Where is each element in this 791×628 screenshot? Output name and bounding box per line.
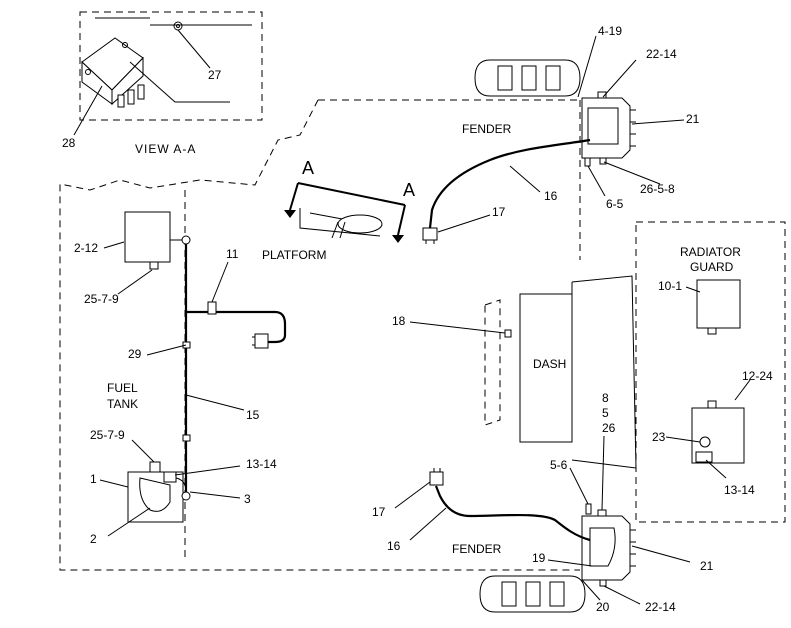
callout-23: 23	[652, 430, 666, 444]
connector-17-bottom	[429, 471, 444, 486]
callout-16-bottom: 16	[387, 539, 401, 553]
bottom-fender-light	[581, 503, 636, 587]
top-tire	[474, 59, 581, 97]
fuel-label-2: TANK	[107, 397, 138, 411]
callout-21-bottom: 21	[700, 559, 714, 573]
callout-13-14-left: 13-14	[246, 457, 277, 471]
callout-1: 1	[90, 472, 97, 486]
section-a-left: A	[302, 158, 314, 178]
fender-bottom-label: FENDER	[452, 542, 502, 556]
callout-18: 18	[392, 314, 406, 328]
callout-29: 29	[128, 347, 142, 361]
dash-label: DASH	[533, 357, 566, 371]
callout-3: 3	[244, 492, 251, 506]
platform	[284, 182, 406, 243]
connector-17-top	[422, 227, 438, 241]
callout-22-14-bottom: 22-14	[645, 600, 676, 614]
fuel-label-1: FUEL	[107, 381, 138, 395]
callout-16-top: 16	[544, 189, 558, 203]
bottom-tire	[479, 575, 586, 613]
callout-8: 8	[602, 391, 609, 405]
callout-2-12: 2-12	[74, 241, 98, 255]
callout-26: 26	[602, 421, 616, 435]
bottom-harness-16	[434, 485, 591, 542]
radiator-label-2: GUARD	[690, 260, 734, 274]
callout-5-6: 5-6	[550, 458, 568, 472]
platform-label: PLATFORM	[262, 248, 326, 262]
fuel-sender	[127, 461, 191, 523]
view-aa-inset	[73, 11, 263, 136]
dash	[504, 275, 637, 469]
callout-6-5: 6-5	[606, 197, 624, 211]
callout-25-7-9-top: 25-7-9	[84, 292, 119, 306]
callout-27: 27	[208, 68, 222, 82]
callout-22-14-top: 22-14	[646, 47, 677, 61]
callout-12-24: 12-24	[742, 369, 773, 383]
callout-4-19: 4-19	[598, 24, 622, 38]
section-a-right: A	[403, 180, 415, 200]
callout-17-top: 17	[492, 205, 506, 219]
callout-15: 15	[246, 408, 260, 422]
radiator-label-1: RADIATOR	[680, 245, 741, 259]
callout-28: 28	[62, 136, 76, 150]
callout-17-bottom: 17	[372, 505, 386, 519]
fender-top-label: FENDER	[462, 122, 512, 136]
callout-13-14-right: 13-14	[724, 483, 755, 497]
callout-25-7-9-low: 25-7-9	[90, 428, 125, 442]
callout-21-top: 21	[686, 112, 700, 126]
top-fender-light	[581, 91, 636, 167]
top-harness-16	[428, 138, 591, 229]
callout-10-1: 10-1	[658, 279, 682, 293]
section-arrow-left	[297, 182, 406, 206]
callout-26-5-8: 26-5-8	[640, 182, 675, 196]
radiator-switch-10-1	[696, 279, 741, 335]
callout-20: 20	[596, 600, 610, 614]
view-aa-label: VIEW A-A	[135, 142, 196, 156]
radiator-module-12-24	[691, 400, 745, 464]
callout-11: 11	[226, 247, 239, 261]
callout-2: 2	[90, 532, 97, 546]
callout-5: 5	[602, 406, 609, 420]
callout-19: 19	[532, 551, 546, 565]
relay-2-12	[124, 211, 171, 270]
